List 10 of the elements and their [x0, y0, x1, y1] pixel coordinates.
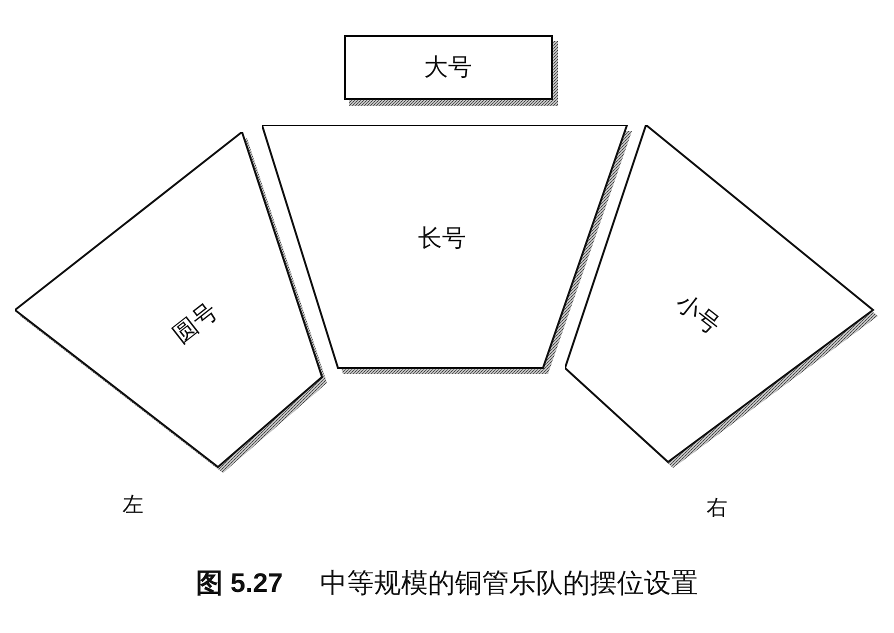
seating-area — [262, 125, 632, 374]
section-label: 小号 — [670, 288, 726, 340]
figure-caption: 图 5.27 中等规模的铜管乐队的摆位设置 — [196, 566, 698, 600]
section-label: 圆号 — [168, 298, 222, 348]
section-label: 长号 — [418, 224, 466, 252]
side-label: 右 — [706, 496, 728, 520]
section-label: 大号 — [424, 54, 472, 80]
side-label: 左 — [122, 493, 144, 517]
seating-box — [344, 35, 558, 106]
seating-area — [565, 125, 878, 468]
